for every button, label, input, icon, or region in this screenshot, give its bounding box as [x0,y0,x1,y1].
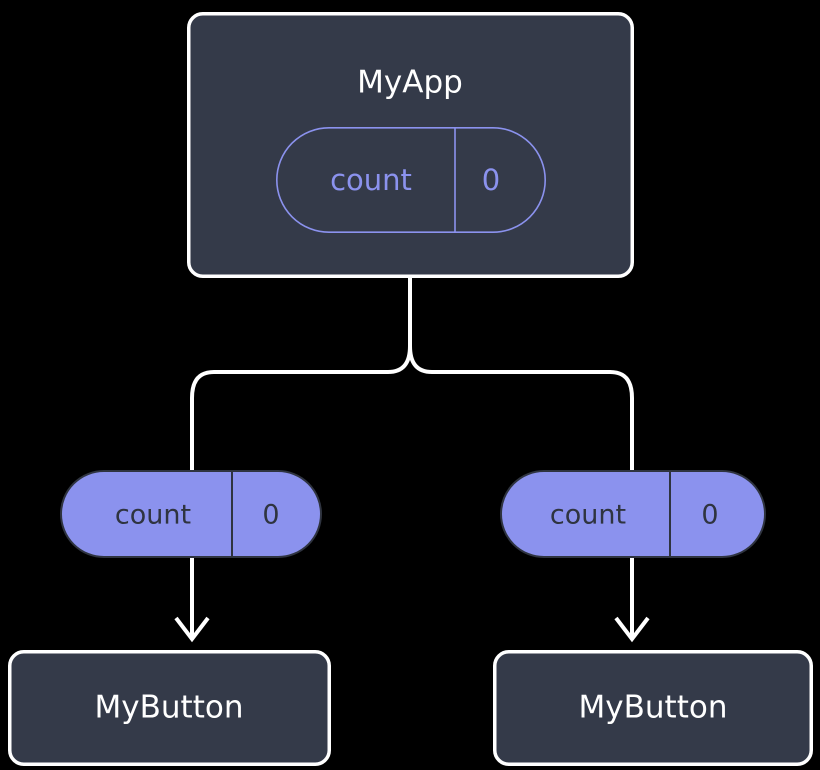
state-pill-root-key: count [330,163,412,197]
connector-stem-and-split [190,277,412,470]
node-mybutton-left-label: MyButton [95,690,244,726]
state-pill-root-shape[interactable] [275,127,546,234]
arrow-left-pill-to-button [174,558,210,643]
node-mybutton-right[interactable]: MyButton [493,650,813,766]
state-pill-root[interactable]: count 0 [275,127,546,234]
state-pill-right-value: 0 [701,500,718,531]
node-myapp[interactable]: MyApp count 0 [187,12,634,278]
node-myapp-box[interactable] [187,12,634,278]
state-pill-left[interactable]: count 0 [60,470,322,558]
node-myapp-label: MyApp [357,65,463,101]
arrow-right-head-icon [614,616,650,643]
state-pill-right-key: count [550,500,626,531]
node-mybutton-left-box[interactable] [8,650,331,766]
connector-split-right [408,345,634,470]
state-pill-left-key: count [115,500,191,531]
node-mybutton-right-label: MyButton [579,690,728,726]
node-mybutton-right-box[interactable] [493,650,813,766]
branch-connector-group [190,277,634,470]
state-pill-right-shape[interactable] [500,470,766,558]
arrow-right-pill-to-button [614,558,650,643]
state-pill-left-shape[interactable] [60,470,322,558]
state-pill-right[interactable]: count 0 [500,470,766,558]
state-pill-root-value: 0 [482,163,500,197]
node-mybutton-left[interactable]: MyButton [8,650,331,766]
arrow-left-head-icon [174,616,210,643]
state-pill-left-value: 0 [262,500,279,531]
